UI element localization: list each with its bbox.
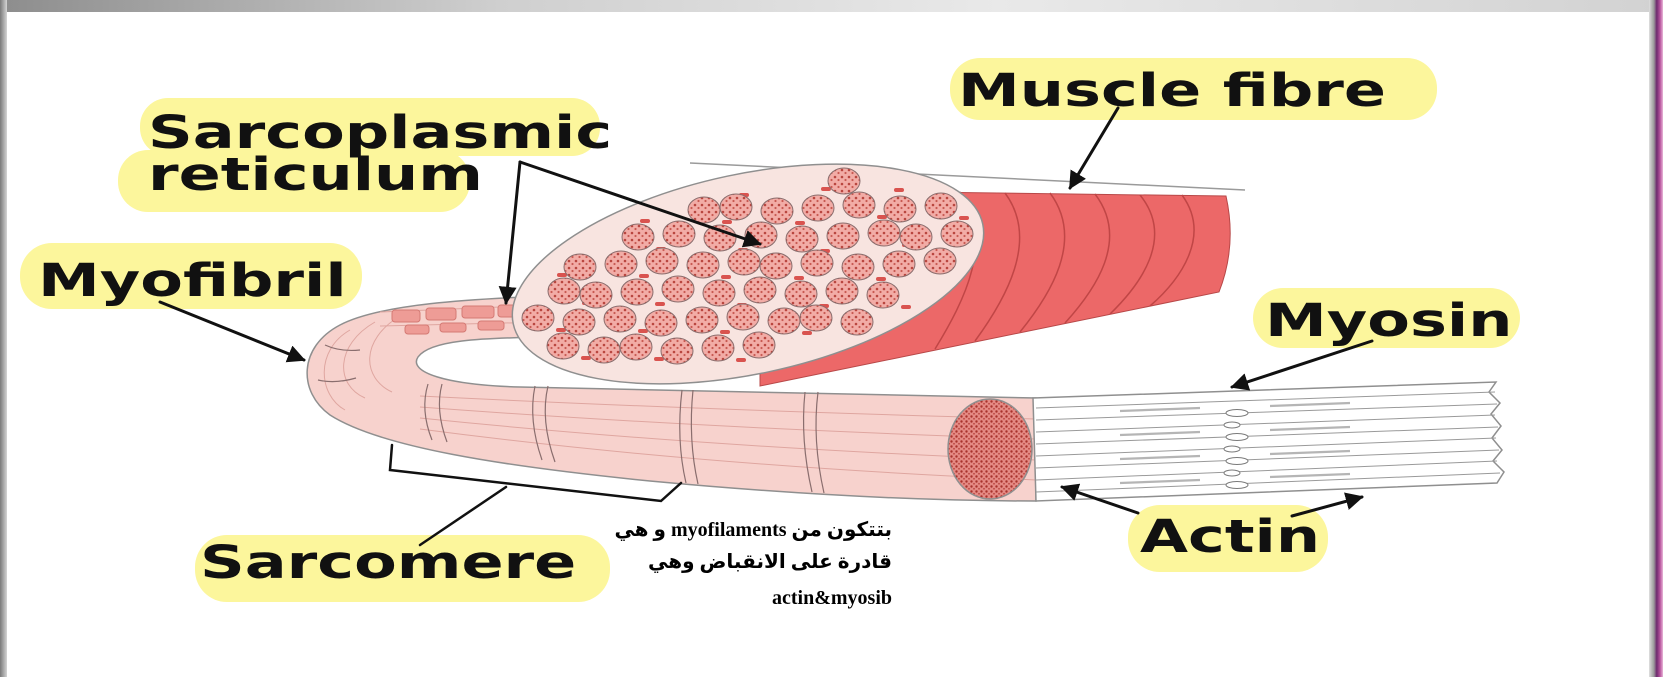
myofibril-cross-section-circle: [588, 337, 620, 363]
sarcoplasmic-reticulum-dash: [876, 277, 886, 281]
myofibril-cross-section-circle: [867, 282, 899, 308]
sarcoplasmic-reticulum-dash: [736, 358, 746, 362]
myofibril-cross-section-circle: [786, 226, 818, 252]
myofibril-cross-section-circle: [661, 338, 693, 364]
sarcoplasmic-reticulum-dash: [556, 328, 566, 332]
myofibril-cross-section-circle: [688, 197, 720, 223]
myofibril-cross-section-circle: [580, 282, 612, 308]
myofibril-cross-section-circle: [620, 334, 652, 360]
sarcoplasmic-reticulum-dash: [722, 220, 732, 224]
myofibril-cross-section-circle: [744, 277, 776, 303]
myofibril-cross-section-circle: [522, 305, 554, 331]
myofibril-cross-section-circle: [687, 252, 719, 278]
myofibril-cross-section-circle: [924, 248, 956, 274]
myofibril-cross-section-circle: [563, 309, 595, 335]
sarcoplasmic-reticulum-dash: [794, 276, 804, 280]
myofibril-cross-section-circle: [564, 254, 596, 280]
myofibril-cross-section-circle: [883, 251, 915, 277]
myofibril-cross-section-circle: [841, 309, 873, 335]
myofibril-cross-section-circle: [621, 279, 653, 305]
myofibril-cross-section-circle: [925, 193, 957, 219]
myofibril-cross-section-circle: [622, 224, 654, 250]
sarcoplasmic-reticulum-dash: [720, 330, 730, 334]
myofibril-cross-section-circle: [703, 280, 735, 306]
myofibril-cross-section-circle: [768, 308, 800, 334]
arrow-sarcoplasmic-reticulum-lower: [506, 162, 520, 303]
sarcoplasmic-reticulum-dash: [557, 273, 567, 277]
myofibril-cross-section-circle: [900, 224, 932, 250]
myofibril-cross-section-circle: [802, 195, 834, 221]
sarcoplasmic-reticulum-dash: [638, 329, 648, 333]
myofibril-cross-section-circle: [828, 168, 860, 194]
myofibril-cross-section-circle: [605, 251, 637, 277]
myofibril-cross-section-circle: [645, 310, 677, 336]
label-myofibril: Myofibril: [38, 258, 347, 303]
sarcoplasmic-reticulum-dash: [894, 188, 904, 192]
myofibril-cross-section-circle: [761, 198, 793, 224]
sarcoplasmic-reticulum-dash: [640, 219, 650, 223]
myofibril-cross-section-circle: [868, 220, 900, 246]
myofibril-cross-section-circle: [760, 253, 792, 279]
myofibril-cross-section-circle: [720, 194, 752, 220]
sarcoplasmic-reticulum-dash: [795, 221, 805, 225]
note-line-1: بتتكون من myofilaments و هي: [614, 517, 892, 543]
myofibril-cross-section-circle: [702, 335, 734, 361]
sarcoplasmic-reticulum-dash: [654, 357, 664, 361]
myofibril-cross-section-circle: [884, 196, 916, 222]
label-myosin: Myosin: [1265, 298, 1512, 343]
sarcoplasmic-reticulum-dash: [581, 356, 591, 360]
myofibril-cross-section-circle: [727, 304, 759, 330]
myofibril-cross-section-circle: [646, 248, 678, 274]
arrow-myofibril: [160, 302, 304, 360]
myofibril-cross-section-circle: [663, 221, 695, 247]
note-line-3: actin&myosib: [772, 585, 892, 611]
sarcoplasmic-reticulum-dash: [639, 274, 649, 278]
sarcoplasmic-reticulum-dash: [901, 305, 911, 309]
label-muscle-fibre: Muscle fibre: [958, 68, 1386, 113]
sarcoplasmic-reticulum-dash: [877, 215, 887, 219]
note-line-2: قادرة على الانقباض وهي: [648, 549, 892, 575]
label-reticulum: reticulum: [148, 152, 483, 197]
myofibril-cross-section-circle: [842, 254, 874, 280]
label-sarcomere: Sarcomere: [200, 540, 576, 585]
myofibril-cross-section-circle: [604, 306, 636, 332]
myofibril-cross-section-circle: [547, 333, 579, 359]
myofibril-cross-section-circle: [843, 192, 875, 218]
sarcoplasmic-reticulum-dash: [721, 275, 731, 279]
myofibril-cross-section-circle: [785, 281, 817, 307]
myofibril-cross-section-circle: [826, 278, 858, 304]
myofibril-cross-section-circle: [743, 332, 775, 358]
sarcoplasmic-reticulum-dash: [821, 187, 831, 191]
myofibril-cross-section-circle: [941, 221, 973, 247]
myofibril-cross-section-circle: [662, 276, 694, 302]
myofibril-cross-section-circle: [801, 250, 833, 276]
label-actin: Actin: [1140, 514, 1320, 559]
sarcoplasmic-reticulum-dash: [959, 216, 969, 220]
myofibril-cross-section-circle: [686, 307, 718, 333]
myofibril-cross-section-circle: [800, 305, 832, 331]
sarcoplasmic-reticulum-dash: [655, 302, 665, 306]
sarcoplasmic-reticulum-dash: [802, 331, 812, 335]
myofibril-cross-section-circle: [548, 278, 580, 304]
myofibril-cross-section-circle: [827, 223, 859, 249]
myofibril-cross-section-circle: [728, 249, 760, 275]
arabic-note: بتتكون من myofilaments و هي قادرة على ال…: [552, 515, 892, 625]
myofibril-end-section: [948, 399, 1032, 499]
